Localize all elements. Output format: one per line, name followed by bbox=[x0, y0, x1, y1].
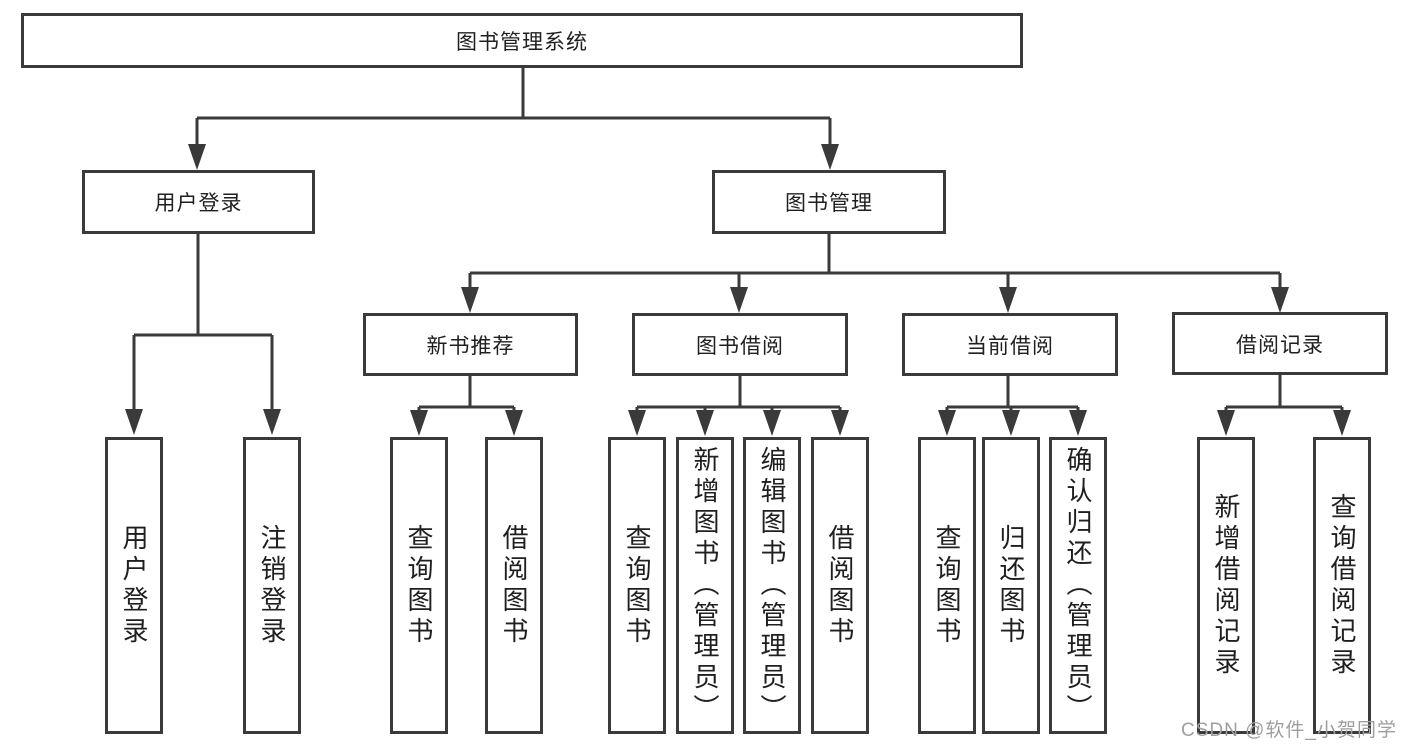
connector-user-login-branch bbox=[132, 233, 274, 411]
leaf-confirm-return-admin: 确认归还（管理员） bbox=[1049, 437, 1107, 734]
leaf-query-books-recommend: 查询图书 bbox=[390, 437, 448, 734]
csdn-watermark: CSDN @软件_小贺同学 bbox=[1181, 720, 1397, 741]
leaf-user-login: 用户登录 bbox=[105, 437, 163, 734]
connector-book-borrow-branch bbox=[635, 375, 842, 412]
connector-root-to-level2 bbox=[195, 68, 832, 146]
node-book-management: 图书管理 bbox=[712, 170, 946, 234]
node-library-system: 图书管理系统 bbox=[21, 13, 1023, 68]
leaf-query-books-current: 查询图书 bbox=[918, 437, 976, 734]
node-current-borrowing: 当前借阅 bbox=[902, 313, 1118, 376]
leaf-borrow-books-recommend: 借阅图书 bbox=[485, 437, 543, 734]
node-new-book-recommend: 新书推荐 bbox=[363, 313, 578, 376]
leaf-add-books-admin: 新增图书（管理员） bbox=[676, 437, 734, 734]
leaf-add-borrow-record: 新增借阅记录 bbox=[1197, 437, 1255, 734]
leaf-logout: 注销登录 bbox=[243, 437, 301, 734]
node-user-login: 用户登录 bbox=[82, 170, 315, 234]
leaf-query-borrow-record: 查询借阅记录 bbox=[1313, 437, 1371, 734]
connector-current-borrow-branch bbox=[945, 375, 1080, 412]
node-borrowing-records: 借阅记录 bbox=[1172, 312, 1388, 375]
connector-borrow-record-branch bbox=[1224, 374, 1344, 412]
leaf-borrow-books: 借阅图书 bbox=[811, 437, 869, 734]
connector-new-book-branch bbox=[417, 375, 516, 412]
connector-book-mgmt-branch bbox=[468, 233, 1282, 289]
leaf-return-books: 归还图书 bbox=[982, 437, 1040, 734]
leaf-query-books-borrow: 查询图书 bbox=[608, 437, 666, 734]
leaf-edit-books-admin: 编辑图书（管理员） bbox=[743, 437, 801, 734]
node-book-borrowing: 图书借阅 bbox=[632, 313, 848, 376]
